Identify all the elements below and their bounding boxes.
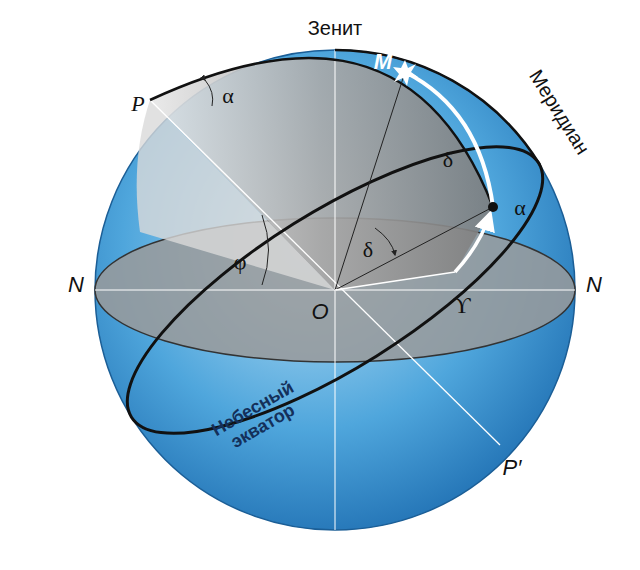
alpha-label: α [514, 196, 526, 220]
pole-label: P′ [503, 456, 522, 480]
pole-label: P [131, 92, 144, 116]
delta-arc [375, 228, 395, 255]
radius-vernal [335, 272, 455, 290]
vernal-equinox-label: ϒ [453, 292, 470, 318]
sphere [95, 50, 575, 530]
north-label: N [68, 273, 84, 297]
hour-circle [150, 58, 493, 207]
zenith-label: Зенит [308, 17, 363, 39]
delta-label: δ [443, 148, 453, 172]
star-m [393, 60, 418, 86]
phi-label: φ [234, 250, 247, 274]
north-label: N [586, 273, 602, 297]
radius-equator [335, 207, 493, 290]
alpha-arc [205, 80, 213, 106]
alpha-label: α [222, 84, 234, 108]
ascension-arrow [455, 214, 490, 272]
star-label: M [374, 50, 392, 74]
meridian-label: Меридиан [525, 66, 594, 158]
celestial-equator [90, 97, 580, 484]
hour-plane [150, 58, 493, 290]
declination-arc [405, 72, 493, 207]
world-axis [150, 100, 500, 445]
equator-point [488, 202, 498, 212]
phi-arc [262, 215, 269, 285]
radius-m [335, 72, 405, 290]
delta-label: δ [363, 238, 373, 262]
center-label: O [311, 300, 328, 324]
